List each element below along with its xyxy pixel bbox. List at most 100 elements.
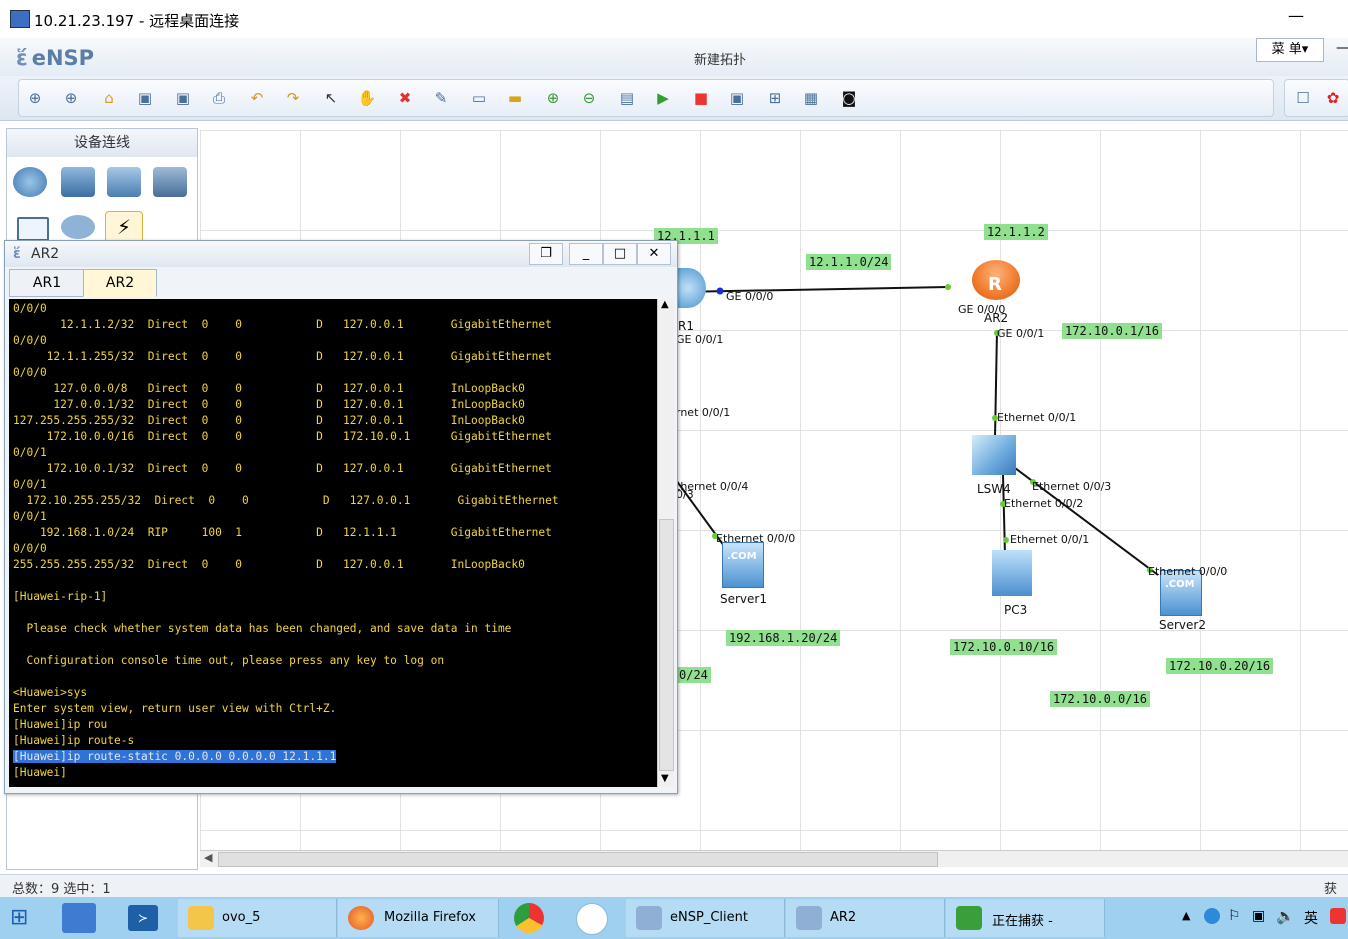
taskbar-label: AR2 (830, 910, 857, 925)
terminal-line: [Huawei-rip-1] (13, 590, 108, 603)
windows-start-icon[interactable]: ⊞ (10, 905, 29, 930)
network-icon[interactable]: ⚐ (1228, 908, 1241, 924)
tab-ar2[interactable]: AR2 (83, 269, 157, 297)
close-icon[interactable]: ✕ (637, 243, 671, 265)
wireless-category-icon[interactable] (107, 167, 141, 197)
windows-taskbar: ⊞ ≻ ovo_5 Mozilla Firefox eNSP_Client AR… (0, 897, 1348, 939)
tray-arrow-icon[interactable]: ▲ (1182, 909, 1191, 922)
screenshot-icon[interactable]: ◙ (841, 89, 857, 107)
ensp-logo-icon: ἕ (16, 46, 28, 70)
menu-button[interactable]: 菜 单▾ (1256, 38, 1324, 62)
volume-icon[interactable]: 🔈 (1276, 907, 1295, 925)
switch-category-icon[interactable] (61, 167, 95, 197)
server2-icon[interactable]: .COM (1160, 570, 1202, 616)
terminal-line: 0/0/0 (13, 366, 47, 379)
taskbar-folder[interactable]: ovo_5 (178, 899, 337, 937)
undo-icon[interactable]: ↶ (250, 89, 264, 107)
sogou-icon[interactable] (1330, 908, 1346, 924)
remote-desktop-icon (10, 10, 30, 28)
scroll-down-icon[interactable]: ▼ (661, 773, 669, 784)
scroll-up-icon[interactable]: ▲ (661, 299, 669, 310)
terminal-vertical-scrollbar[interactable]: ▲ ▼ (657, 299, 674, 787)
link-endpoint (1000, 501, 1006, 507)
terminal-output[interactable]: 0/0/0 12.1.1.2/32 Direct 0 0 D 127.0.0.1… (9, 299, 657, 787)
console-title-bar: ἕ AR2 ❐ _ □ ✕ (5, 241, 677, 267)
terminal-line: 172.10.0.1/32 Direct 0 0 D 127.0.0.1 Gig… (46, 462, 552, 475)
zoom-out-icon[interactable]: ⊖ (582, 89, 596, 107)
canvas-horizontal-scrollbar[interactable]: ◀ (200, 850, 1348, 867)
terminal-line: [Huawei]ip route-s (13, 734, 135, 747)
text-icon[interactable]: ▭ (471, 89, 487, 107)
router-ar2-icon[interactable]: R (972, 260, 1020, 300)
server-manager-icon[interactable] (62, 903, 96, 933)
ip-label: 172.10.0.1/16 (1062, 323, 1162, 339)
grid-icon[interactable]: ▦ (803, 89, 819, 107)
fit-icon[interactable]: ▤ (619, 89, 635, 107)
link-lsw-server1[interactable] (675, 479, 728, 551)
cloud-category-icon[interactable] (61, 215, 95, 239)
hand-icon[interactable]: ✋ (357, 89, 377, 107)
minimize-icon[interactable]: _ (569, 243, 603, 265)
start-icon[interactable]: ▶ (657, 89, 669, 107)
router-category-icon[interactable] (13, 167, 47, 197)
zoom-in-icon[interactable]: ⊕ (546, 89, 560, 107)
restore-icon[interactable]: ❐ (529, 243, 563, 265)
delete-link-icon[interactable]: ✎ (434, 89, 448, 107)
link-endpoint (945, 284, 951, 290)
huawei-logo-icon[interactable]: ✿ (1326, 89, 1340, 107)
terminal-line: 0/0/1 (13, 510, 47, 523)
new-page-icon[interactable]: ⊕ (64, 89, 78, 107)
terminal-line: 255.255.255.255/32 Direct 0 0 D 127.0.0.… (13, 558, 525, 571)
ensp-minimize-button[interactable]: — (1336, 40, 1348, 56)
new-topology-icon[interactable]: ⊕ (28, 89, 42, 107)
scroll-left-icon[interactable]: ◀ (204, 851, 213, 864)
taskbar-wireshark[interactable]: 正在捕获 - (946, 899, 1105, 937)
server-com-label: .COM (727, 551, 757, 562)
chat-icon[interactable]: ☐ (1296, 89, 1310, 107)
ime-indicator[interactable]: 英 (1304, 911, 1318, 927)
scrollbar-thumb[interactable] (218, 852, 938, 867)
minimize-button[interactable]: — (1288, 6, 1304, 25)
chrome-icon[interactable] (514, 903, 544, 933)
connection-category-icon[interactable]: ⚡ (105, 211, 143, 243)
terminal-line: 172.10.255.255/32 Direct 0 0 D 127.0.0.1… (26, 494, 559, 507)
maximize-icon[interactable]: □ (603, 243, 637, 265)
capture-icon[interactable]: ▣ (729, 89, 745, 107)
redo-icon[interactable]: ↷ (286, 89, 300, 107)
pc3-icon[interactable] (992, 550, 1032, 596)
app-icon[interactable] (576, 903, 608, 935)
save-as-icon[interactable]: ▣ (175, 89, 191, 107)
status-bar: 总数：9 选中：1 获取 (0, 874, 1348, 916)
scrollbar-thumb[interactable] (659, 519, 674, 771)
terminal-line: 127.0.0.0/8 Direct 0 0 D 127.0.0.1 InLoo… (53, 382, 525, 395)
taskbar-ar2[interactable]: AR2 (786, 899, 945, 937)
delete-icon[interactable]: ✖ (398, 89, 412, 107)
firewall-category-icon[interactable] (153, 167, 187, 197)
open-icon[interactable]: ⌂ (104, 89, 114, 107)
edge-icon[interactable] (1204, 908, 1220, 924)
powershell-icon[interactable]: ≻ (128, 905, 158, 931)
status-count: 总数：9 选中：1 (12, 882, 111, 897)
select-icon[interactable]: ↖ (324, 89, 338, 107)
switch-lsw4-icon[interactable] (972, 435, 1016, 475)
stop-icon[interactable]: ■ (693, 89, 709, 107)
device-name: LSW4 (977, 482, 1011, 496)
monitor-icon[interactable]: ▣ (1252, 908, 1266, 924)
device-label: AR2 (984, 311, 1009, 325)
taskbar-firefox[interactable]: Mozilla Firefox (338, 899, 499, 937)
server1-icon[interactable]: .COM (722, 542, 764, 588)
pc-category-icon[interactable] (17, 217, 49, 241)
link-lsw4-server2[interactable] (1014, 467, 1159, 576)
port-label: Ethernet 0/0/0 (716, 532, 796, 545)
ip-label: 172.10.0.0/16 (1050, 691, 1150, 707)
save-icon[interactable]: ▣ (137, 89, 153, 107)
toolbar: ⊕ ⊕ ⌂ ▣ ▣ ⎙ ↶ ↷ ↖ ✋ ✖ ✎ ▭ ▬ ⊕ ⊖ ▤ ▶ ■ ▣ … (0, 76, 1348, 121)
taskbar-ensp-client[interactable]: eNSP_Client (626, 899, 785, 937)
port-label: Ethernet 0/0/1 (1010, 533, 1090, 546)
terminal-prompt: [Huawei] (13, 766, 67, 779)
tab-ar1[interactable]: AR1 (9, 269, 85, 297)
print-icon[interactable]: ⎙ (212, 89, 225, 107)
topology-icon[interactable]: ⊞ (768, 89, 782, 107)
shape-icon[interactable]: ▬ (507, 89, 523, 107)
